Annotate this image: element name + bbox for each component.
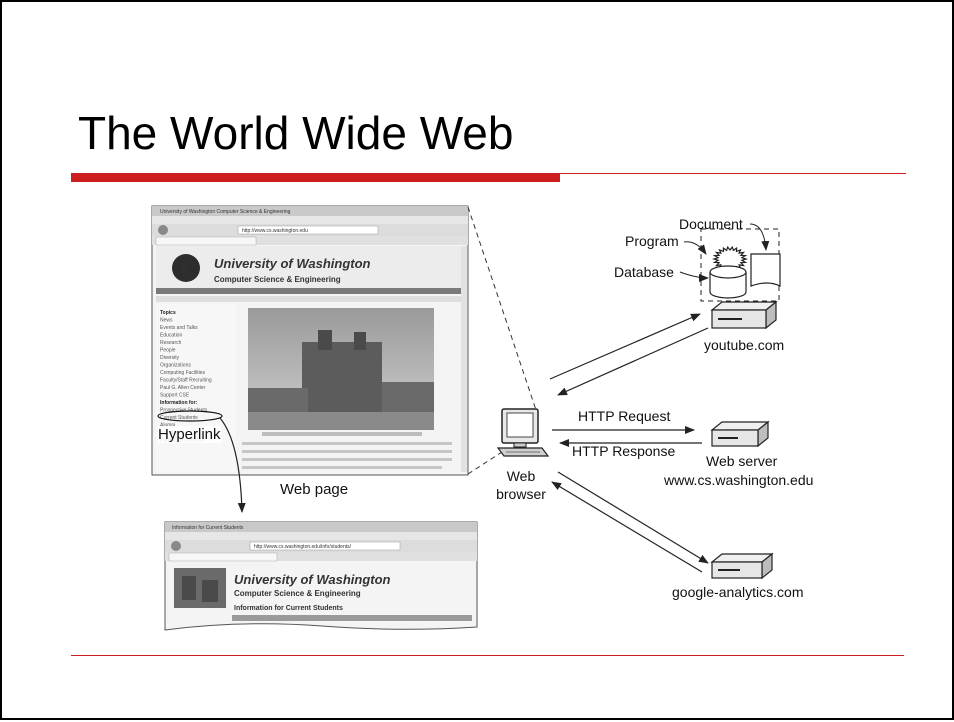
- http-response-label: HTTP Response: [572, 443, 676, 459]
- web-server-icon: [710, 420, 770, 448]
- sidebar-item[interactable]: Research: [160, 340, 182, 346]
- sidebar-item[interactable]: Computing Facilities: [160, 370, 206, 376]
- document-icon: [750, 253, 781, 287]
- slide-title: The World Wide Web: [78, 107, 514, 159]
- sidebar-item[interactable]: News: [160, 318, 173, 324]
- window1-url: http://www.cs.washington.edu: [242, 228, 308, 234]
- content-group-box: [700, 228, 780, 302]
- footer-rule: [71, 655, 904, 656]
- title-accent-bar: [71, 173, 560, 182]
- sidebar-item[interactable]: Support CSE: [160, 393, 190, 399]
- database-label: Database: [614, 264, 674, 280]
- hyperlink-label: Hyperlink: [158, 426, 221, 443]
- computer-icon: [496, 408, 550, 457]
- program-label: Program: [625, 233, 679, 249]
- web-page-label: Web page: [280, 481, 349, 498]
- sidebar-item[interactable]: Organizations: [160, 363, 191, 369]
- title-rule: [560, 173, 906, 174]
- sidebar-item[interactable]: People: [160, 348, 176, 354]
- youtube-request-arrow: [549, 313, 701, 380]
- document-label: Document: [679, 216, 743, 232]
- sidebar-item[interactable]: Current Students: [160, 415, 198, 421]
- sidebar-item[interactable]: Alumni: [160, 423, 175, 429]
- google-response-arrow: [551, 481, 703, 573]
- uw-brand-subtitle: Computer Science & Engineering: [214, 275, 341, 284]
- sidebar-item[interactable]: Faculty/Staff Recruiting: [160, 378, 212, 384]
- hyperlink-arrow: [219, 417, 246, 513]
- second-page-screenshot: [164, 521, 478, 631]
- youtube-label: youtube.com: [704, 337, 785, 353]
- sidebar-item[interactable]: Education: [160, 333, 182, 339]
- info-current-students: Information for Current Students: [234, 605, 343, 612]
- google-request-arrow: [557, 471, 709, 564]
- sidebar-item[interactable]: Diversity: [160, 355, 180, 361]
- database-pointer: [679, 271, 709, 282]
- projection-line-bottom: [467, 451, 503, 475]
- web-label: Web: [506, 468, 536, 484]
- window1-title: University of Washington Computer Scienc…: [160, 209, 291, 215]
- svg-text:C: C: [182, 264, 189, 275]
- youtube-server-icon: [710, 300, 778, 330]
- uw-brand-name-2: University of Washington: [234, 572, 391, 587]
- cs-washington-label: www.cs.washington.edu: [664, 472, 814, 488]
- database-icon: [709, 265, 747, 299]
- http-request-label: HTTP Request: [578, 408, 671, 424]
- web-server-label: Web server: [706, 453, 778, 469]
- program-pointer: [683, 241, 707, 255]
- sidebar-item[interactable]: Topics: [160, 310, 176, 316]
- youtube-response-arrow: [557, 327, 709, 396]
- projection-line-top: [467, 206, 537, 411]
- sidebar-item[interactable]: Information for:: [160, 400, 198, 406]
- document-pointer: [749, 223, 770, 251]
- google-server-icon: [710, 552, 774, 580]
- hyperlink-highlight: [157, 410, 223, 422]
- window2-title: Information for Current Students: [172, 525, 244, 531]
- uw-brand-name: University of Washington: [214, 256, 371, 271]
- google-analytics-label: google-analytics.com: [672, 584, 804, 600]
- window2-url: http://www.cs.washington.edu/info/studen…: [254, 544, 352, 550]
- browser-label: browser: [496, 486, 546, 502]
- sidebar-item[interactable]: Events and Talks: [160, 325, 198, 331]
- sidebar-item[interactable]: Paul G. Allen Center: [160, 385, 206, 391]
- uw-brand-subtitle-2: Computer Science & Engineering: [234, 589, 361, 598]
